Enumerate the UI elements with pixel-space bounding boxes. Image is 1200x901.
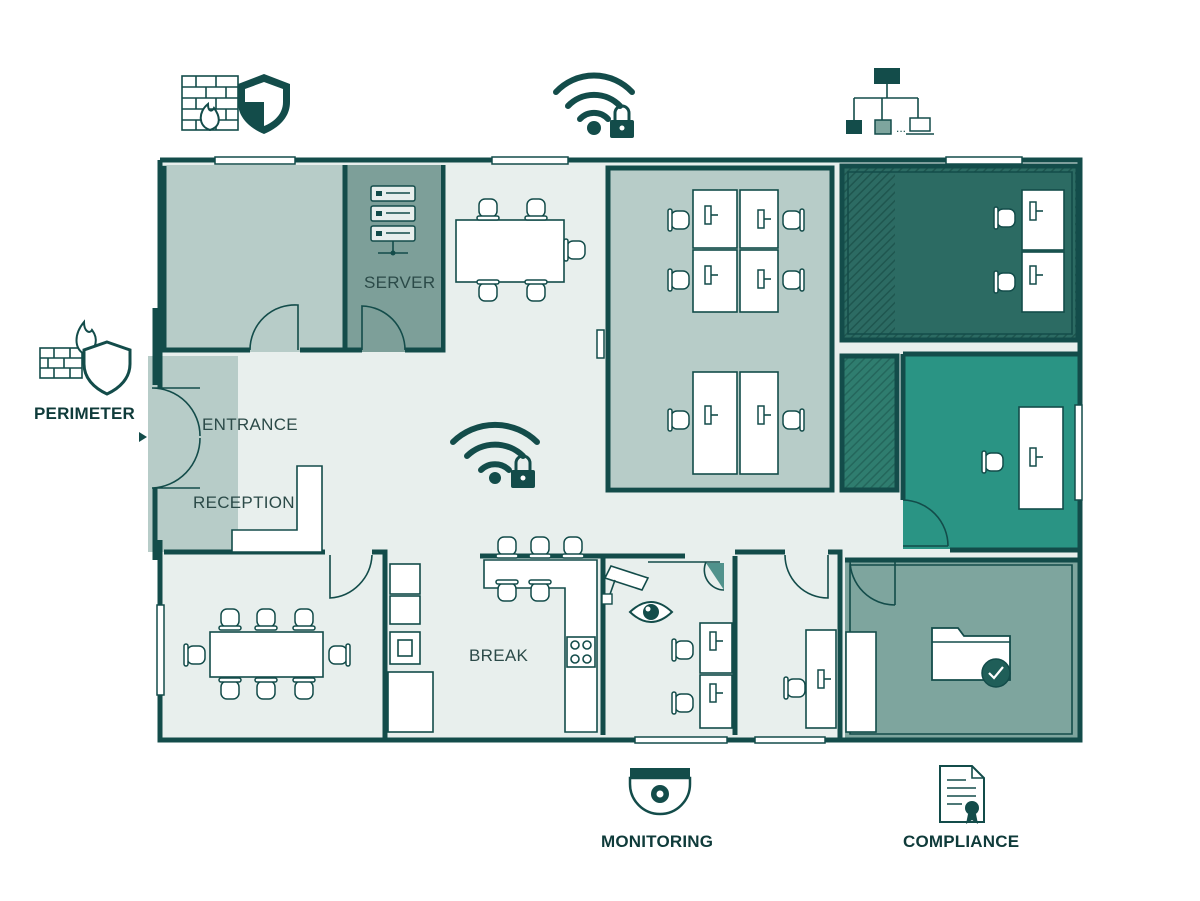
svg-text:...: ... xyxy=(896,121,906,135)
room-hatched-corridor xyxy=(842,356,897,489)
label-entrance: ENTRANCE xyxy=(202,415,298,434)
monitor-icon xyxy=(704,205,718,225)
chair xyxy=(495,579,519,602)
dome-camera-icon xyxy=(628,768,692,816)
chairs xyxy=(183,198,1016,715)
chair xyxy=(218,608,242,631)
chair xyxy=(183,643,206,667)
monitors xyxy=(704,201,1043,703)
meeting-table-top xyxy=(455,219,565,283)
monitor-icon xyxy=(1029,201,1043,221)
network-topology-icon: ... xyxy=(846,68,934,135)
folder-check-icon xyxy=(931,627,1011,688)
chair xyxy=(782,268,805,292)
chair xyxy=(528,579,552,602)
chair xyxy=(495,536,519,559)
compliance-furniture xyxy=(845,631,877,733)
monitor-icon xyxy=(1029,447,1043,467)
monitor-icon xyxy=(704,405,718,425)
label-compliance: COMPLIANCE xyxy=(903,832,1019,851)
chair xyxy=(328,643,351,667)
perimeter-firewall-icon xyxy=(39,319,132,396)
chair xyxy=(528,536,552,559)
monitor-icon xyxy=(1029,265,1043,285)
chair xyxy=(783,676,806,700)
label-monitoring: MONITORING xyxy=(601,832,713,851)
chair xyxy=(993,206,1016,230)
monitor-icon xyxy=(704,265,718,285)
chair xyxy=(524,198,548,221)
label-break: BREAK xyxy=(469,646,528,665)
chair xyxy=(981,450,1004,474)
eye-icon xyxy=(628,601,674,623)
windows xyxy=(156,156,1083,744)
wifi-lock-center-icon xyxy=(450,421,540,488)
chair xyxy=(667,268,690,292)
chair xyxy=(563,238,586,262)
chair xyxy=(671,691,694,715)
chair xyxy=(254,608,278,631)
chair xyxy=(292,608,316,631)
chair xyxy=(782,408,805,432)
chair xyxy=(667,408,690,432)
room-top-left xyxy=(162,165,345,352)
chair xyxy=(218,677,242,700)
wifi-lock-top-icon xyxy=(553,72,635,138)
monitor-icon xyxy=(817,669,831,689)
chair xyxy=(667,208,690,232)
firewall-shield-icon xyxy=(181,74,290,134)
conference-table xyxy=(209,631,324,678)
monitor-icon xyxy=(709,631,723,651)
chair xyxy=(993,270,1016,294)
secure-office-desks xyxy=(1021,189,1065,313)
chair xyxy=(782,208,805,232)
monitor-icon xyxy=(757,209,771,229)
security-camera-icon xyxy=(601,565,650,605)
break-kitchen xyxy=(387,559,598,733)
chair xyxy=(524,279,548,302)
chair xyxy=(476,198,500,221)
reception-desk xyxy=(231,465,323,553)
monitor-icon xyxy=(757,405,771,425)
chair xyxy=(476,279,500,302)
walls xyxy=(152,157,1083,743)
monitor-icon xyxy=(757,269,771,289)
chair xyxy=(561,536,585,559)
label-reception: RECEPTION xyxy=(193,493,295,512)
chair xyxy=(671,638,694,662)
monitor-icon xyxy=(709,683,723,703)
label-server: SERVER xyxy=(364,273,435,292)
server-rack-icon xyxy=(370,185,416,256)
label-perimeter: PERIMETER xyxy=(34,404,135,423)
chair xyxy=(254,677,278,700)
chair xyxy=(292,677,316,700)
doors xyxy=(139,304,949,606)
executive-desk xyxy=(1018,406,1064,510)
certificate-icon xyxy=(939,765,985,824)
